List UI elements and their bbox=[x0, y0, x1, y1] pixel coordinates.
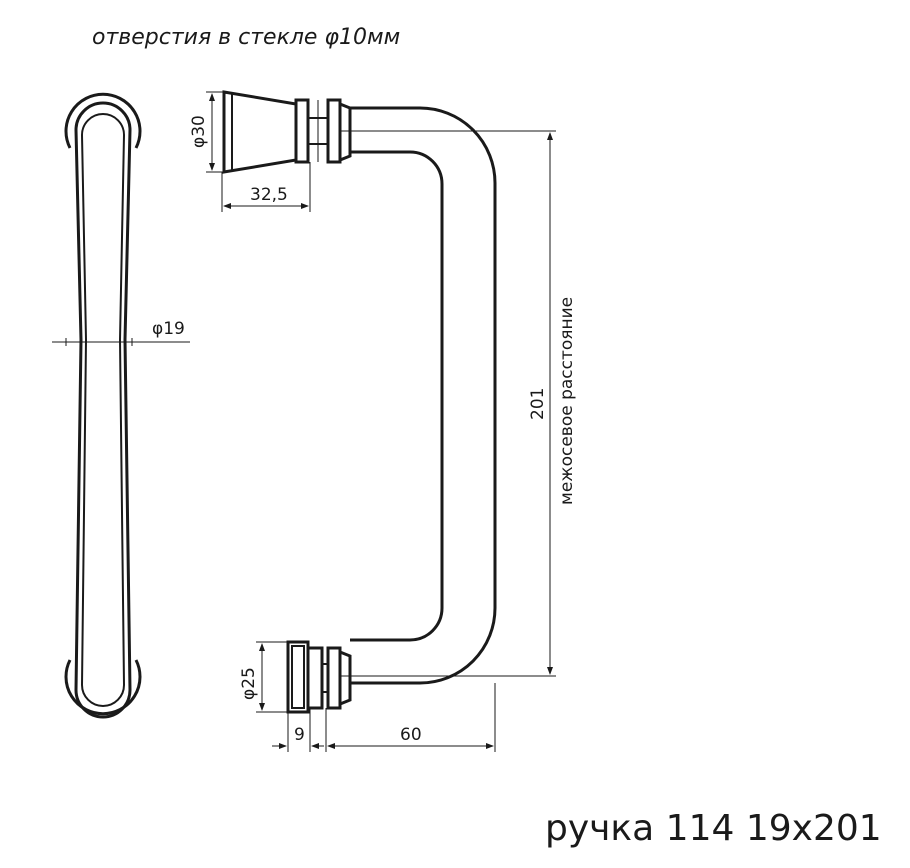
handle-body-outer bbox=[350, 106, 497, 685]
bottom-mount-diameter-label: φ25 bbox=[239, 667, 259, 700]
center-distance-label: 201 bbox=[528, 388, 548, 420]
handle-body-inner bbox=[350, 150, 444, 642]
top-knob bbox=[222, 90, 298, 174]
center-distance-caption: межосевое расстояние bbox=[557, 297, 577, 505]
front-view: φ19 bbox=[52, 92, 190, 719]
top-mount-diameter-label: φ30 bbox=[189, 115, 209, 148]
product-title: ручка 114 19х201 bbox=[545, 808, 882, 849]
bar-diameter-label: φ19 bbox=[152, 319, 185, 339]
top-mount-length-label: 32,5 bbox=[250, 185, 288, 205]
side-view: φ30 32,5 φ25 9 60 201 межосевое расстоян… bbox=[189, 90, 577, 752]
offset-label: 60 bbox=[400, 725, 422, 745]
bottom-mount-length-label: 9 bbox=[294, 725, 305, 745]
glass-holes-note: отверстия в стекле φ10мм bbox=[92, 25, 400, 50]
